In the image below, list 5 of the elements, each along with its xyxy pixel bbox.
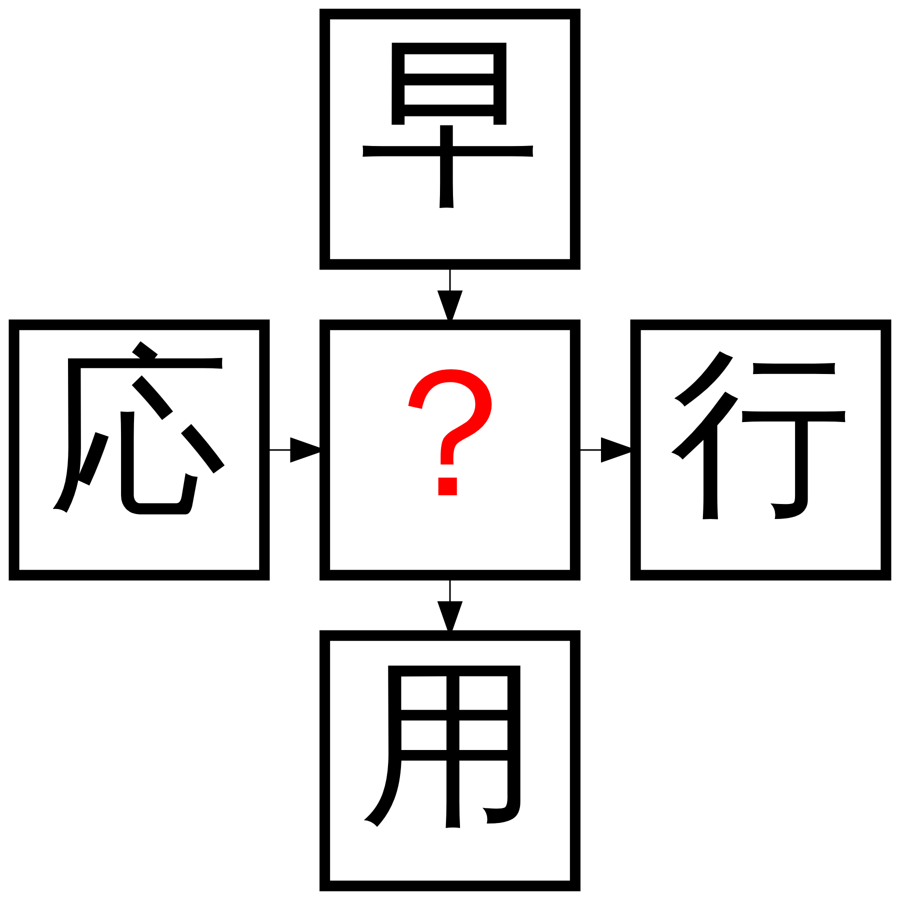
node-box: ？ <box>320 320 580 580</box>
node-box: 行 <box>630 320 892 580</box>
node-box: 用 <box>320 630 580 892</box>
node-box: 応 <box>8 320 270 580</box>
node-box: 早 <box>320 8 580 270</box>
